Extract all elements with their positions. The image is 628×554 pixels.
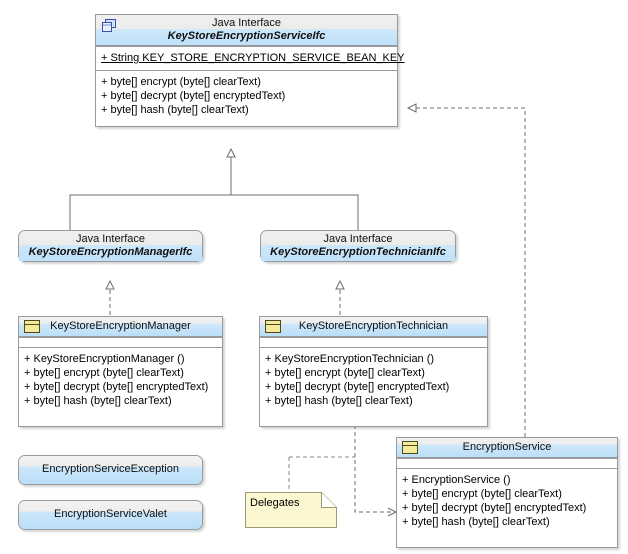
node-header: Java Interface KeyStoreEncryptionService… bbox=[96, 15, 397, 46]
node-header: KeyStoreEncryptionManager bbox=[19, 317, 222, 337]
interface-name: KeyStoreEncryptionManagerIfc bbox=[28, 246, 193, 258]
class-icon bbox=[402, 441, 418, 455]
operation-row: + byte[] decrypt (byte[] encryptedText) bbox=[24, 381, 209, 393]
stereotype-label: Java Interface bbox=[75, 233, 146, 245]
operations-compartment: + EncryptionService () + byte[] encrypt … bbox=[397, 468, 617, 547]
class-icon bbox=[24, 320, 40, 334]
node-header: EncryptionServiceException bbox=[19, 456, 202, 484]
node-header: EncryptionServiceValet bbox=[19, 501, 202, 529]
class-name: KeyStoreEncryptionTechnician bbox=[298, 320, 449, 332]
interface-name: KeyStoreEncryptionServiceIfc bbox=[167, 30, 326, 42]
operation-row: + byte[] hash (byte[] clearText) bbox=[101, 104, 249, 116]
class-name: EncryptionServiceValet bbox=[54, 508, 167, 520]
class-name: EncryptionServiceException bbox=[42, 463, 179, 475]
operations-compartment: + byte[] encrypt (byte[] clearText) + by… bbox=[96, 70, 397, 126]
note-delegates[interactable]: Delegates bbox=[245, 492, 337, 528]
operation-row: + byte[] hash (byte[] clearText) bbox=[24, 395, 172, 407]
node-header: KeyStoreEncryptionTechnician bbox=[260, 317, 487, 337]
class-name: KeyStoreEncryptionManager bbox=[50, 320, 191, 332]
attribute-row: + String KEY_STORE_ENCRYPTION_SERVICE_BE… bbox=[101, 52, 405, 64]
node-encryptionservicevalet[interactable]: EncryptionServiceValet bbox=[18, 500, 203, 530]
attributes-compartment bbox=[260, 337, 487, 347]
node-keystoreencryptiontechnician[interactable]: KeyStoreEncryptionTechnician + KeyStoreE… bbox=[259, 316, 488, 427]
node-keystoreencryptionmanager[interactable]: KeyStoreEncryptionManager + KeyStoreEncr… bbox=[18, 316, 223, 427]
operation-row: + byte[] encrypt (byte[] clearText) bbox=[402, 488, 562, 500]
node-keystoreencryptionserviceifc[interactable]: Java Interface KeyStoreEncryptionService… bbox=[95, 14, 405, 127]
node-encryptionservice[interactable]: EncryptionService + EncryptionService ()… bbox=[396, 437, 618, 548]
node-header: Java Interface KeyStoreEncryptionManager… bbox=[19, 231, 202, 261]
operation-row: + byte[] decrypt (byte[] encryptedText) bbox=[101, 90, 286, 102]
interface-icon bbox=[101, 19, 117, 33]
operation-row: + byte[] hash (byte[] clearText) bbox=[402, 516, 550, 528]
operation-row: + KeyStoreEncryptionTechnician () bbox=[265, 353, 435, 365]
stereotype-label: Java Interface bbox=[323, 233, 393, 245]
node-keystoreencryptionmanagerifc[interactable]: Java Interface KeyStoreEncryptionManager… bbox=[18, 230, 203, 262]
operation-row: + byte[] encrypt (byte[] clearText) bbox=[101, 76, 261, 88]
note-text: Delegates bbox=[250, 497, 300, 509]
operation-row: + byte[] decrypt (byte[] encryptedText) bbox=[402, 502, 587, 514]
interface-name: KeyStoreEncryptionTechnicianIfc bbox=[270, 246, 446, 258]
node-header: EncryptionService bbox=[397, 438, 617, 458]
operations-compartment: + KeyStoreEncryptionTechnician () + byte… bbox=[260, 347, 487, 426]
attributes-compartment bbox=[397, 458, 617, 468]
operation-row: + byte[] encrypt (byte[] clearText) bbox=[24, 367, 184, 379]
operations-compartment: + KeyStoreEncryptionManager () + byte[] … bbox=[19, 347, 222, 426]
class-icon bbox=[265, 320, 281, 334]
note-body: Delegates bbox=[245, 492, 337, 528]
operation-row: + EncryptionService () bbox=[402, 474, 511, 486]
operation-row: + byte[] hash (byte[] clearText) bbox=[265, 395, 413, 407]
node-header: Java Interface KeyStoreEncryptionTechnic… bbox=[261, 231, 455, 261]
node-keystoreencryptiontechnicianifc[interactable]: Java Interface KeyStoreEncryptionTechnic… bbox=[260, 230, 456, 262]
node-encryptionserviceexception[interactable]: EncryptionServiceException bbox=[18, 455, 203, 485]
attributes-compartment: + String KEY_STORE_ENCRYPTION_SERVICE_BE… bbox=[96, 46, 405, 70]
generalization-tree bbox=[69, 147, 359, 230]
stereotype-label: Java Interface bbox=[211, 17, 282, 29]
dependency-technician-to-service bbox=[354, 425, 398, 517]
operation-row: + byte[] decrypt (byte[] encryptedText) bbox=[265, 381, 450, 393]
operation-row: + KeyStoreEncryptionManager () bbox=[24, 353, 185, 365]
attributes-compartment bbox=[19, 337, 222, 347]
operation-row: + byte[] encrypt (byte[] clearText) bbox=[265, 367, 425, 379]
class-name: EncryptionService bbox=[462, 441, 552, 453]
